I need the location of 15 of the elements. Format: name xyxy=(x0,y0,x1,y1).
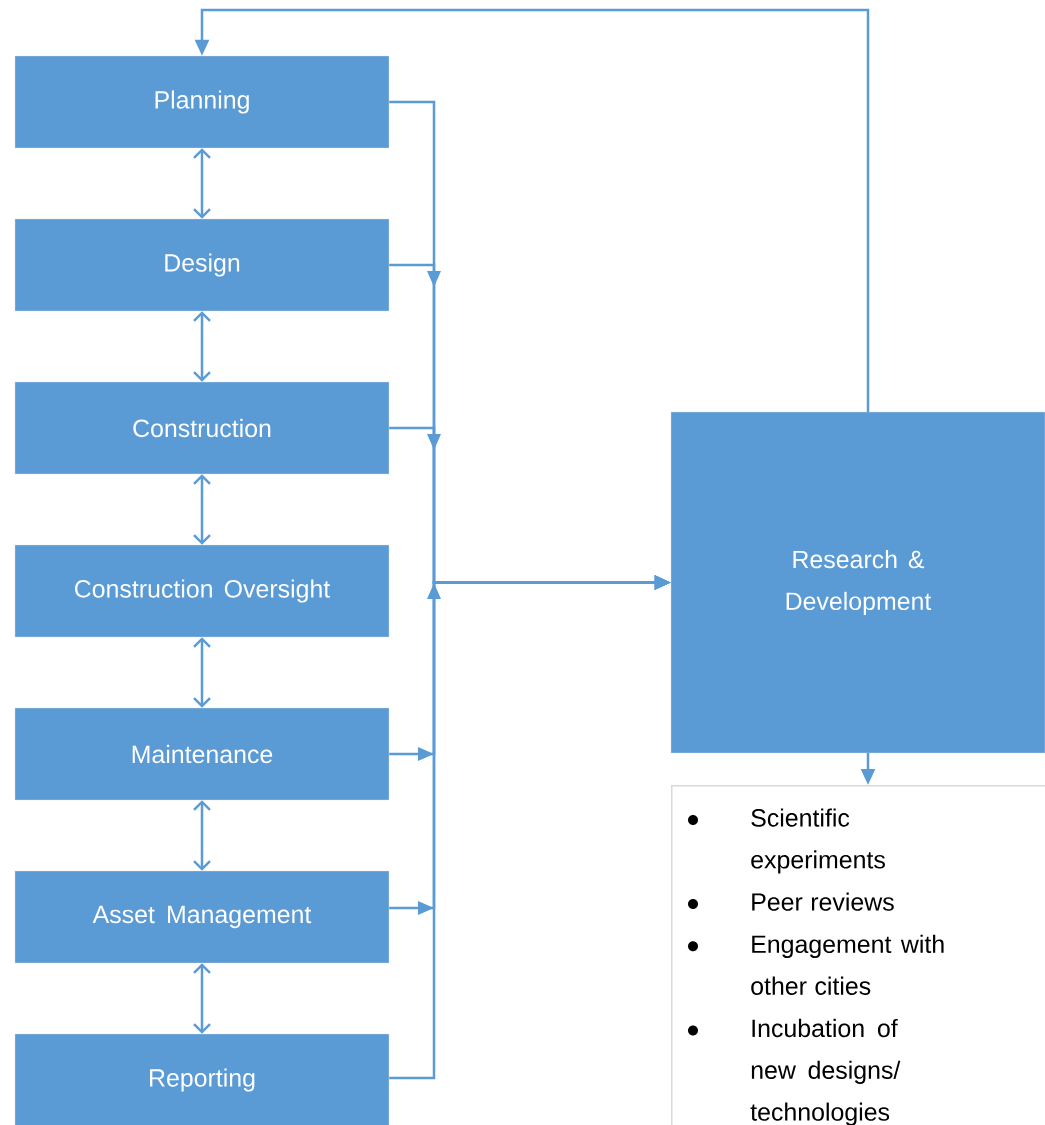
arrow xyxy=(193,637,211,708)
process-box: Design xyxy=(14,218,390,312)
arrow xyxy=(193,148,211,219)
process-box: Asset Management xyxy=(14,870,390,964)
arrow xyxy=(193,800,211,871)
arrow xyxy=(193,311,211,382)
process-box: Reporting xyxy=(14,1033,390,1125)
arrow xyxy=(193,474,211,545)
process-box: Planning xyxy=(14,55,390,149)
process-box: Maintenance xyxy=(14,707,390,801)
process-box: Research & Development xyxy=(670,411,1045,754)
process-box: Construction xyxy=(14,381,390,475)
bullet-list-box: Scientific experiments Peer reviews Engagement with other cities Incubation of new designs/ technologies xyxy=(671,785,1045,1125)
arrow xyxy=(193,963,211,1034)
process-box: Construction Oversight xyxy=(14,544,390,638)
